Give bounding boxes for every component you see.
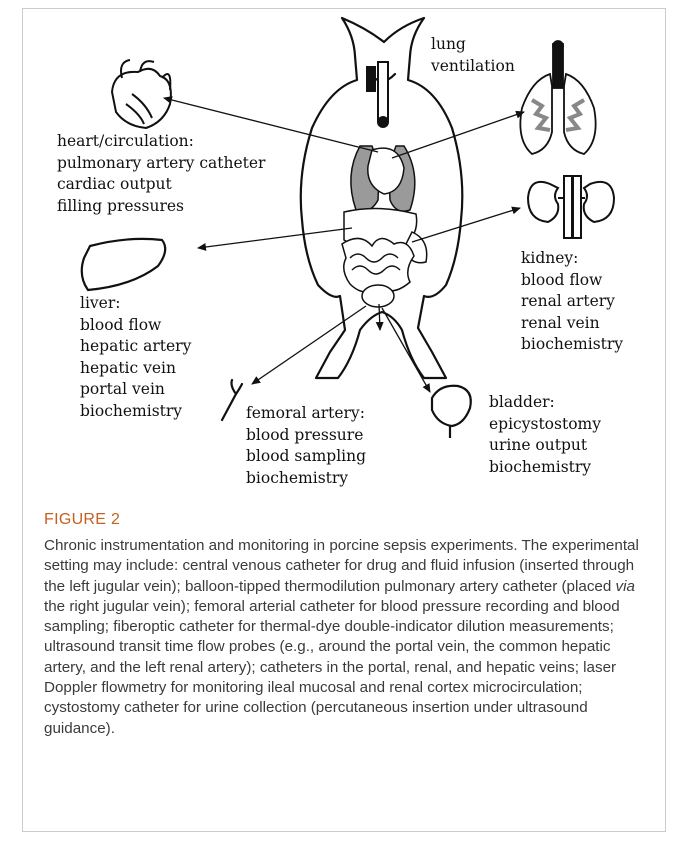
caption-italic-word: via [616,578,635,595]
femoral-artery-icon [222,380,242,420]
kidney-label: kidney: blood flow renal artery renal ve… [521,248,623,356]
kidney-icon [528,176,614,238]
lung-label: lung ventilation [431,34,515,77]
tracheal-tube-icon [366,62,389,128]
caption-text-part2: the right jugular vein); femoral arteria… [44,598,620,737]
femoral-artery-label: femoral artery: blood pressure blood sam… [246,403,366,489]
lungs-icon [520,41,595,154]
bladder-label: bladder: epicystostomy urine output bioc… [489,392,601,478]
heart-label: heart/circulation: pulmonary artery cath… [57,131,265,217]
heart-icon [112,60,171,128]
liver-label: liver: blood flow hepatic artery hepatic… [80,293,191,422]
liver-icon [82,239,165,290]
figure-heading: FIGURE 2 [44,511,120,529]
bladder-icon [432,386,471,438]
figure-caption: Chronic instrumentation and monitoring i… [44,536,654,739]
caption-text-part1: Chronic instrumentation and monitoring i… [44,537,639,595]
pig-organs-icon [342,146,427,307]
